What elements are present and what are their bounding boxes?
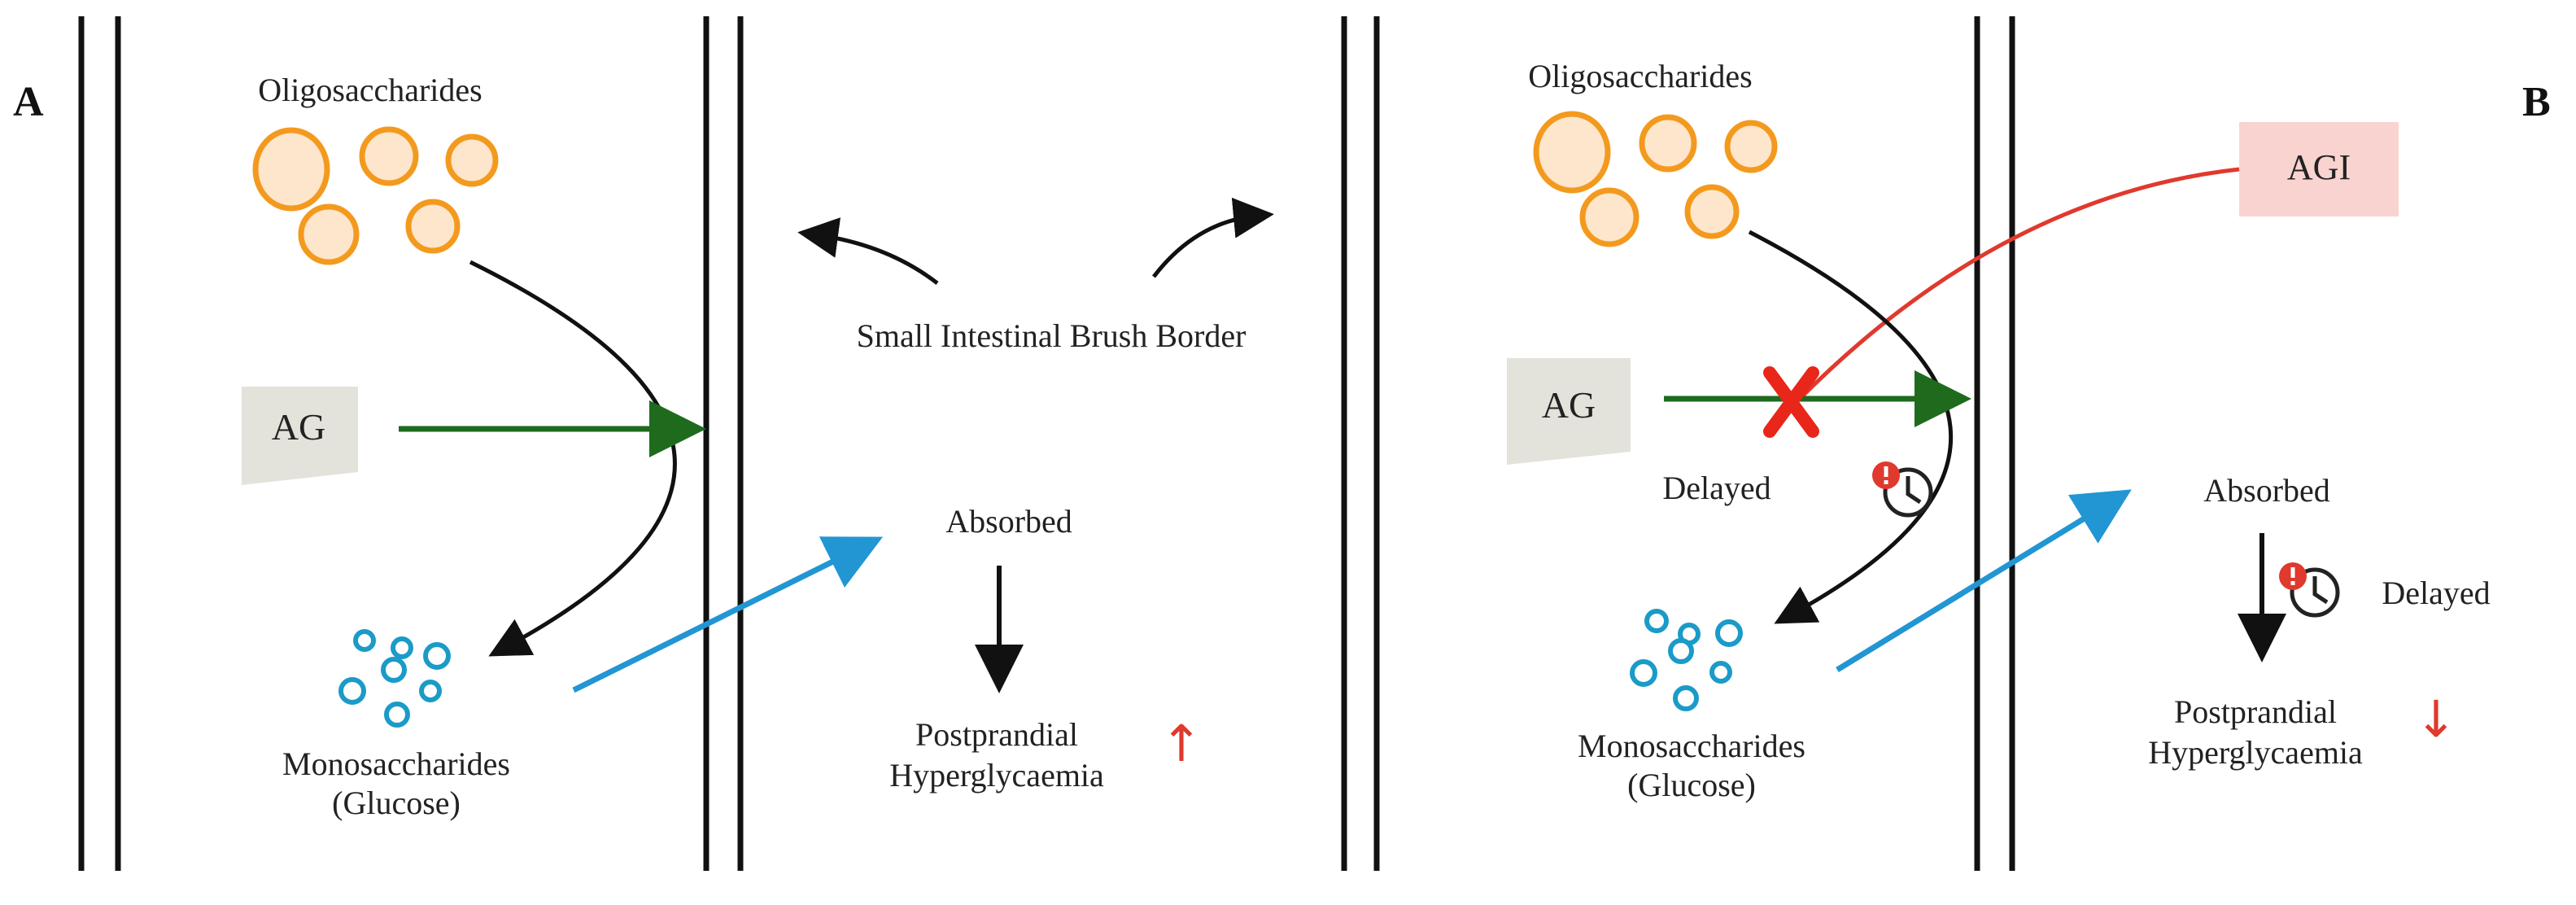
brush-border-label: Small Intestinal Brush Border <box>857 317 1247 354</box>
brush-border-arrow-right <box>1152 197 1274 278</box>
monosaccharides-label: Monosaccharides <box>1578 728 1805 764</box>
delayed-label: Delayed <box>1662 470 1770 506</box>
mono-circle <box>1673 685 1699 711</box>
mono-circle <box>353 629 376 652</box>
mono-circle <box>1709 661 1732 684</box>
oligo-circle <box>405 199 461 254</box>
outcome-label-line1: Postprandial <box>2174 693 2337 730</box>
oligo-circle <box>1533 111 1611 194</box>
clock-alert-icon <box>2279 562 2340 618</box>
mono-circle <box>381 657 407 683</box>
mono-circle <box>1630 659 1657 687</box>
glucose-label: (Glucose) <box>332 785 461 821</box>
inhibitor-label: AGI <box>2287 147 2351 187</box>
oligo-circle <box>252 127 330 212</box>
enzyme-box <box>242 387 358 485</box>
outcome-label-line2: Hyperglycaemia <box>2148 734 2363 771</box>
mono-circle <box>384 702 410 728</box>
panel-b: B Oligosaccharides AGI AG <box>1373 16 2551 871</box>
panel-a-letter: A <box>13 79 44 125</box>
oligo-circle <box>298 203 360 265</box>
outcome-label-line1: Postprandial <box>915 716 1078 753</box>
panel-a: A Oligosaccharides AG <box>13 16 1347 871</box>
oligo-circle <box>1724 120 1778 173</box>
brush-border-arrow-left <box>797 217 939 285</box>
decrease-arrow-icon: ↓ <box>2415 689 2457 749</box>
oligosaccharides-label: Oligosaccharides <box>1528 58 1752 94</box>
oligosaccharide-cluster <box>1533 111 1778 247</box>
enzyme-label: AG <box>272 406 325 448</box>
mono-circle <box>1668 638 1694 664</box>
mono-circle <box>391 636 413 659</box>
enzyme-label: AG <box>1542 384 1596 426</box>
absorbed-label: Absorbed <box>2203 472 2330 509</box>
inhibitor-box <box>2239 122 2399 216</box>
oligo-circle <box>359 126 419 186</box>
absorbed-label: Absorbed <box>945 503 1072 540</box>
monosaccharides-label: Monosaccharides <box>282 745 510 782</box>
mono-circle <box>1715 619 1743 647</box>
oligo-circle <box>1639 114 1697 173</box>
mono-circle <box>423 642 451 670</box>
absorption-arrow <box>572 536 884 693</box>
panel-b-walls <box>1373 16 2015 871</box>
outcome-label-line2: Hyperglycaemia <box>889 757 1104 794</box>
oligo-circle <box>445 133 499 187</box>
absorption-arrow <box>1836 489 2132 672</box>
inhibition-line <box>1797 167 2240 402</box>
clock-alert-icon <box>1872 461 1933 518</box>
mono-circle <box>1644 609 1669 633</box>
conversion-arrow <box>469 260 677 657</box>
oligosaccharides-label: Oligosaccharides <box>258 72 482 108</box>
monosaccharide-cluster <box>338 629 451 728</box>
monosaccharide-cluster <box>1630 609 1743 711</box>
panel-b-letter: B <box>2522 79 2551 125</box>
oligo-circle <box>1579 187 1639 247</box>
cross-icon <box>1763 366 1819 438</box>
panel-a-walls <box>78 16 1347 871</box>
oligosaccharide-cluster <box>252 126 499 265</box>
increase-arrow-icon: ↑ <box>1160 714 1203 773</box>
glucose-label: (Glucose) <box>1627 767 1756 803</box>
enzyme-box <box>1507 358 1631 465</box>
mono-circle <box>338 677 366 705</box>
mono-circle <box>419 680 442 702</box>
oligo-circle <box>1684 184 1740 239</box>
delayed-label: Delayed <box>2382 575 2490 611</box>
